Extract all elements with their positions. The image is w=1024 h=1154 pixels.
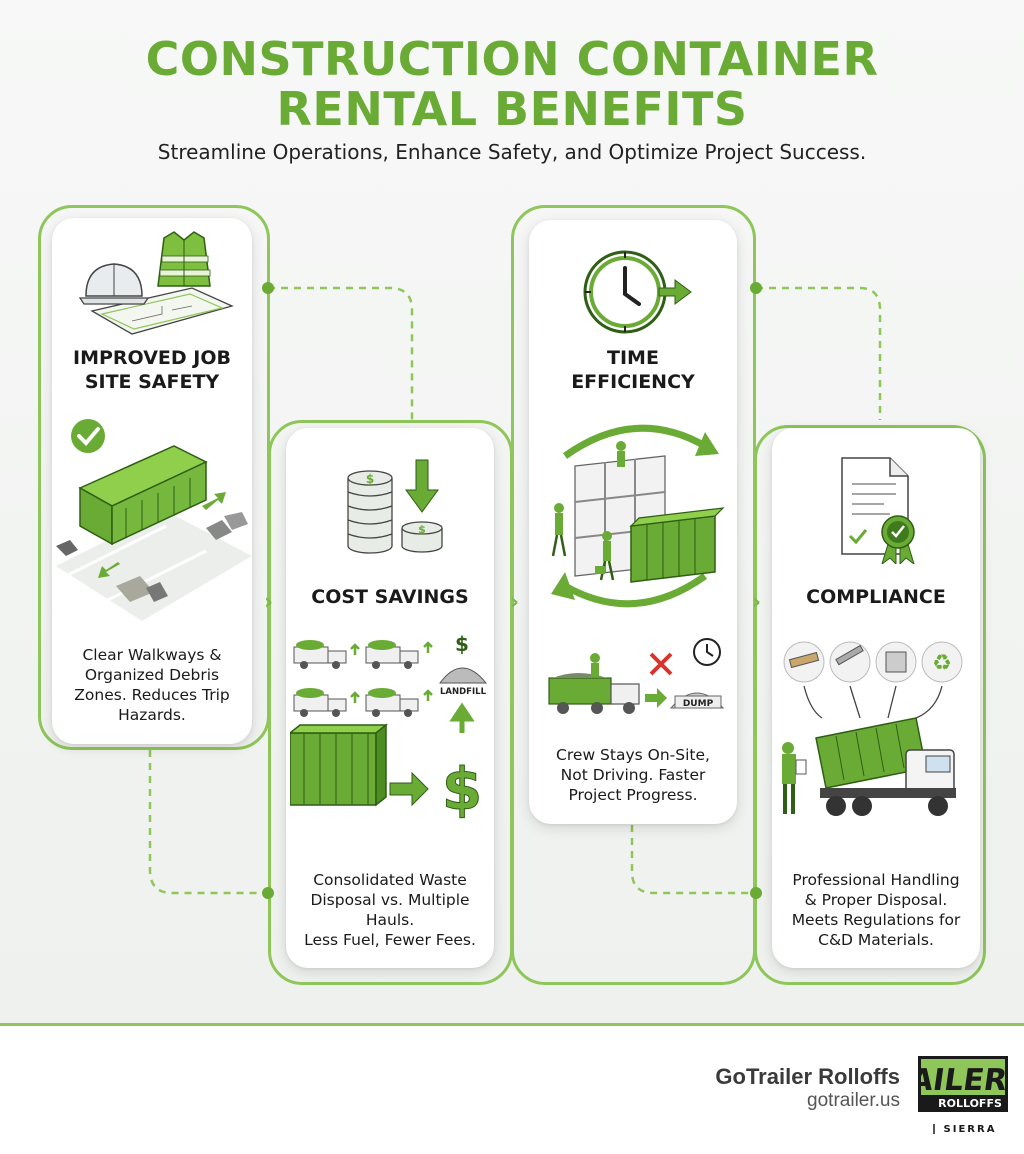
page-title: CONSTRUCTION CONTAINER RENTAL BENEFITS	[0, 34, 1024, 134]
trucks-landfill-illustration: $ LANDFILL $	[290, 633, 488, 824]
coins-down-arrow-icon: $ $	[347, 459, 443, 554]
card-description: Professional Handling & Proper Disposal.…	[791, 871, 961, 949]
chevron-right-icon: ›	[264, 590, 274, 615]
bracket-outline-4	[754, 425, 986, 985]
footer	[0, 1026, 1024, 1154]
organized-debris-illustration	[56, 419, 252, 621]
card-heading: IMPROVED JOB SITE SAFETY	[73, 347, 231, 393]
dump-label: DUMP	[683, 699, 714, 709]
chevron-right-icon: ›	[510, 590, 520, 615]
title-line-1: CONSTRUCTION CONTAINER	[145, 32, 879, 86]
bracket-outline-2	[268, 420, 513, 985]
title-line-2: RENTAL BENEFITS	[276, 82, 748, 136]
svg-text:SIERRA: SIERRA	[944, 1124, 997, 1135]
svg-text:♻: ♻	[932, 651, 952, 676]
dashed-connectors	[148, 282, 882, 899]
footer-divider	[0, 1023, 1024, 1026]
dollar-icon: $	[455, 633, 469, 656]
brand-url[interactable]: gotrailer.us	[807, 1090, 900, 1111]
chevron-right-icon: ›	[752, 590, 762, 615]
clock-arrow-icon	[583, 250, 692, 334]
page-subtitle: Streamline Operations, Enhance Safety, a…	[157, 140, 867, 164]
materials-truck-illustration: ♻	[782, 641, 963, 816]
card-description: Crew Stays On-Site, Not Driving. Faster …	[556, 746, 710, 804]
card-heading: TIME EFFICIENCY	[571, 347, 695, 393]
construction-site-illustration	[551, 424, 725, 608]
svg-text:AILER: AILER	[918, 1063, 1008, 1098]
certificate-badge-icon	[841, 457, 915, 564]
gotrailer-logo: AILER ROLLOFFS SIERRA	[918, 1056, 1008, 1135]
card-description: Consolidated Waste Disposal vs. Multiple…	[304, 871, 476, 949]
card-heading: COMPLIANCE	[806, 586, 946, 608]
brand-name: GoTrailer Rolloffs	[715, 1064, 900, 1089]
svg-text:$: $	[366, 472, 374, 486]
benefit-card-cost: $ $ COST SAVINGS $ LANDFILL	[286, 428, 494, 968]
svg-text:ROLLOFFS: ROLLOFFS	[938, 1097, 1002, 1110]
dollar-icon: $	[442, 755, 482, 823]
hardhat-vest-blueprint-icon	[78, 231, 234, 335]
benefit-card-compliance: COMPLIANCE ♻ Professional Handling & Pro…	[772, 428, 980, 968]
benefit-card-time: TIME EFFICIENCY DUMP Crew Stays On-Site,…	[529, 220, 737, 824]
benefit-card-safety: IMPROVED JOB SITE SAFETY Clear Walkways …	[52, 218, 252, 744]
svg-text:$: $	[418, 523, 426, 536]
truck-no-dump-illustration: DUMP	[548, 638, 725, 714]
landfill-label: LANDFILL	[440, 687, 487, 697]
card-description: Clear Walkways & Organized Debris Zones.…	[74, 646, 230, 724]
card-heading: COST SAVINGS	[311, 586, 469, 608]
